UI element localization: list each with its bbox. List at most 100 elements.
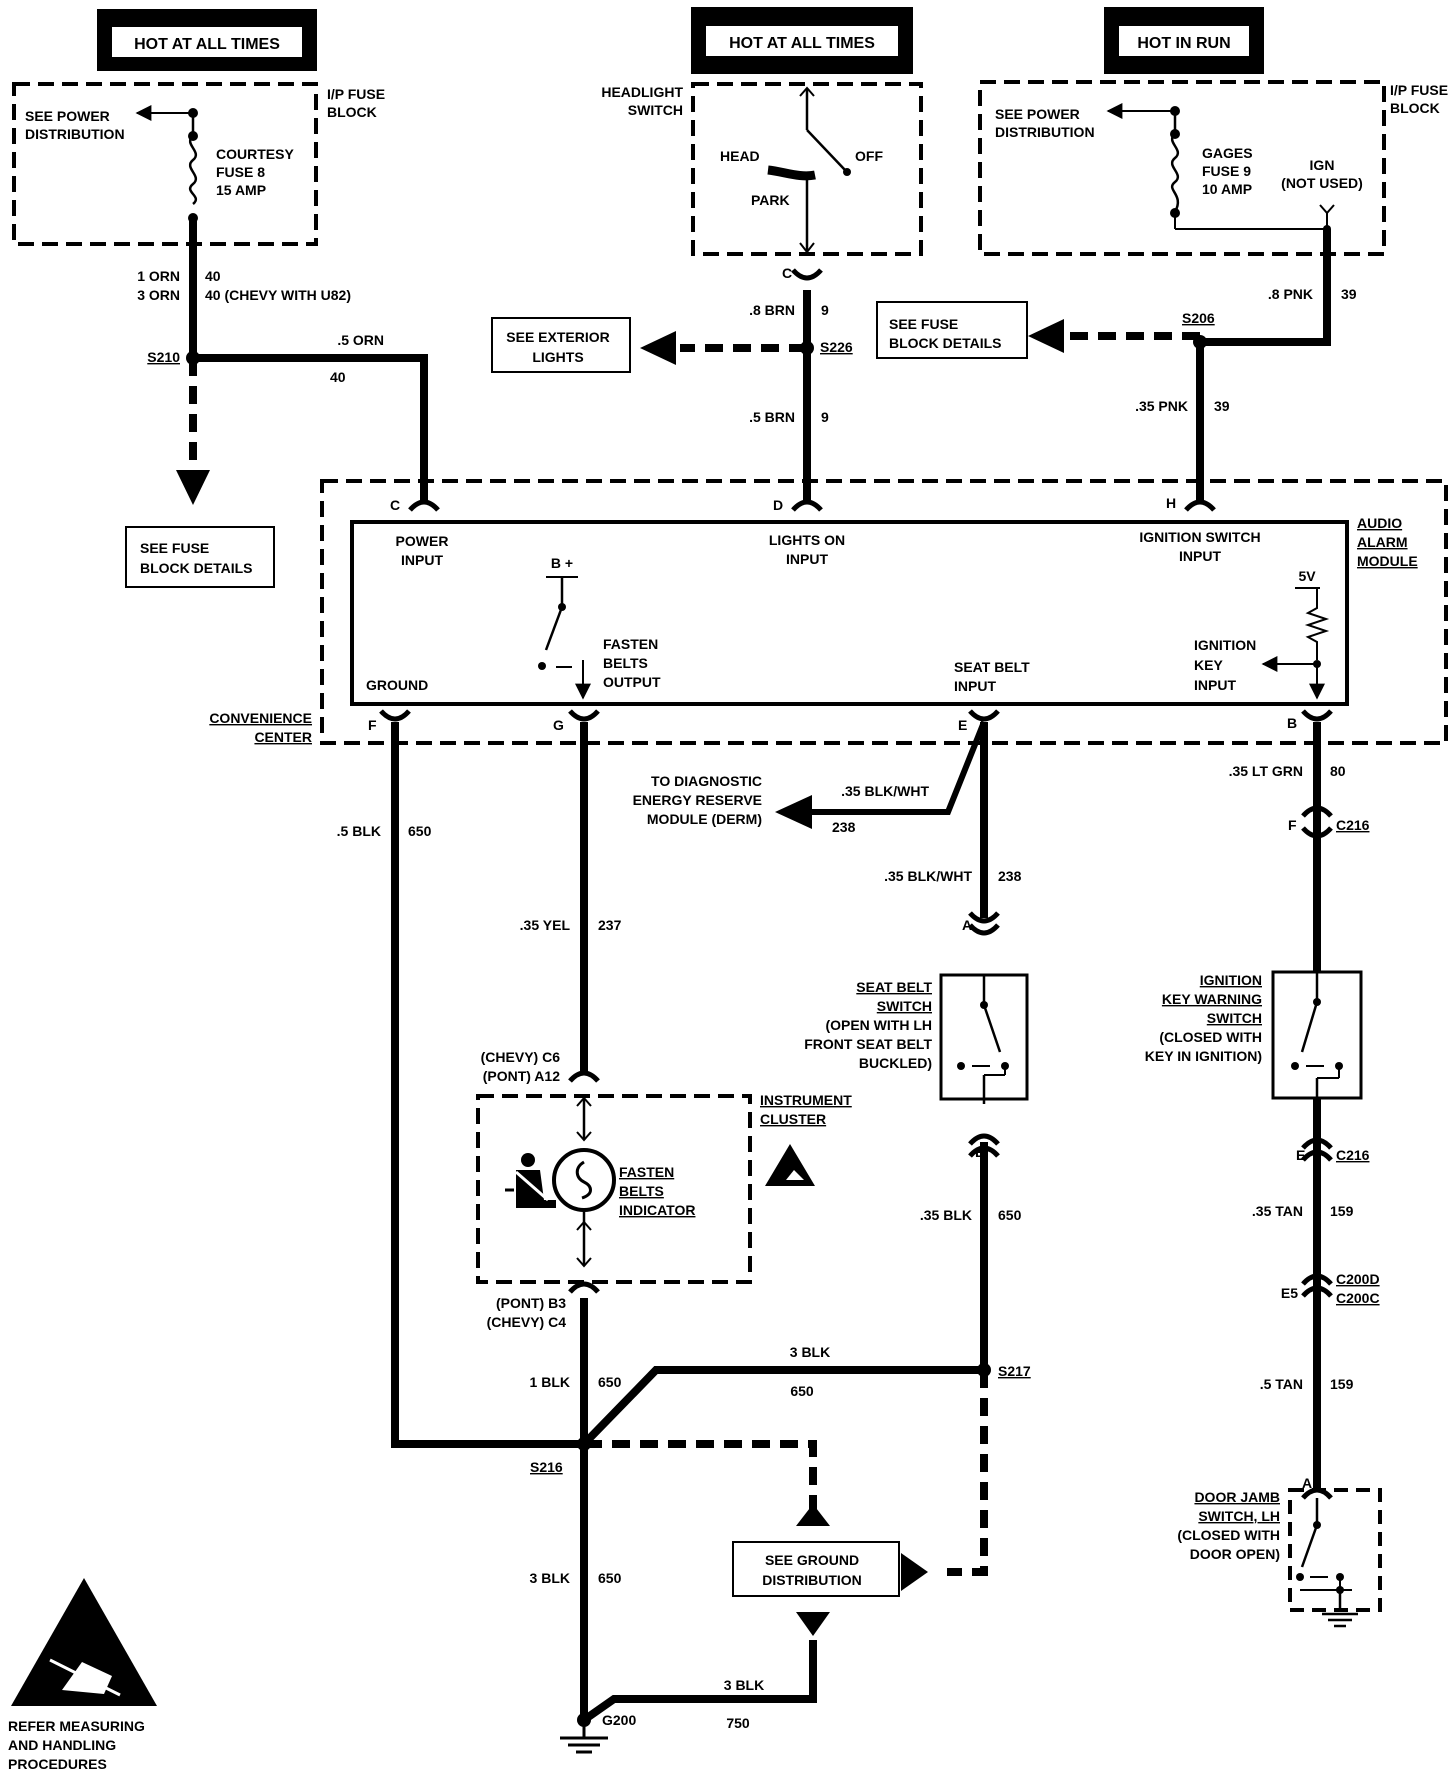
module-text: KEY (1194, 657, 1223, 673)
ref-text: SEE FUSE (140, 540, 209, 556)
ground-dist-down-arrow (796, 1612, 830, 1636)
header-box-mid: HOT AT ALL TIMES (691, 7, 913, 74)
wire-label: 80 (1330, 763, 1346, 779)
fuse9-label-2: FUSE 9 (1202, 163, 1251, 179)
splice-label-s216: S216 (530, 1459, 563, 1475)
ip-fuse-left-label-2: BLOCK (327, 104, 377, 120)
audio-alarm-module (350, 520, 1349, 706)
s210-dot (186, 351, 200, 365)
pin-label: F (368, 717, 377, 733)
convenience-center: AUDIO ALARM MODULE CONVENIENCE CENTER C … (209, 479, 1448, 745)
bottom-connector-arcs (379, 709, 1333, 722)
fasten-belts-switch (544, 606, 564, 651)
door-jamb-switch: A DOOR JAMB SWITCH, LH (CLOSED WITH DOOR… (1177, 1475, 1382, 1628)
ign-key-switch-contact (1300, 1001, 1319, 1053)
pin-label: E (958, 717, 967, 733)
wires-top (176, 218, 1331, 505)
header-right-text: HOT IN RUN (1137, 35, 1230, 52)
module-text: GROUND (366, 677, 428, 693)
instrument-cluster: (CHEVY) C6 (PONT) A12 INSTRUMENT CLUSTER… (476, 1049, 852, 1330)
connector-label: C200D (1336, 1271, 1380, 1287)
wire-label: 40 (330, 369, 346, 385)
wire-label: .5 ORN (337, 332, 384, 348)
connector-label: C216 (1336, 1147, 1370, 1163)
pin-label: C (390, 497, 400, 513)
module-text: SEAT BELT (954, 659, 1030, 675)
splice-label-s226: S226 (820, 339, 853, 355)
fuse8-label-1: COURTESY (216, 146, 294, 162)
wire-label: 238 (998, 868, 1022, 884)
module-label: AUDIO (1357, 515, 1402, 531)
ref-text: ENERGY RESERVE (633, 792, 762, 808)
fuse-9-icon (1170, 133, 1180, 213)
header-box-left: HOT AT ALL TIMES (97, 9, 317, 71)
fuse8-label-3: 15 AMP (216, 182, 266, 198)
ign-label-2: (NOT USED) (1281, 175, 1363, 191)
splice-label-s206: S206 (1182, 310, 1215, 326)
wire-label: .35 PNK (1135, 398, 1188, 414)
ref-text: LIGHTS (532, 349, 583, 365)
wire-label: 159 (1330, 1376, 1354, 1392)
ref-text: SEE EXTERIOR (506, 329, 609, 345)
wire-label: 3 ORN (137, 287, 180, 303)
header-left-text: HOT AT ALL TIMES (134, 36, 280, 53)
wire-label: 650 (408, 823, 432, 839)
module-text: INPUT (1179, 548, 1221, 564)
connector-label: A (962, 917, 972, 933)
module-text: LIGHTS ON (769, 532, 845, 548)
module-text: BELTS (603, 655, 648, 671)
see-power-left-2: DISTRIBUTION (25, 126, 125, 142)
switch-label: (CLOSED WITH (1177, 1527, 1280, 1543)
headlight-switch: HEADLIGHT SWITCH HEAD OFF PARK C (601, 82, 923, 281)
wire-label: 40 (CHEVY WITH U82) (205, 287, 351, 303)
park-label: PARK (751, 192, 790, 208)
switch-label: (OPEN WITH LH (825, 1017, 932, 1033)
s216-dot (577, 1437, 591, 1451)
see-fuse-left-box: SEE FUSE BLOCK DETAILS (125, 526, 275, 588)
headlight-connector-c: C (782, 265, 792, 281)
connector-label: (CHEVY) C4 (487, 1314, 567, 1330)
top-splices (186, 335, 1207, 365)
ground-g200: G200 (560, 1712, 636, 1754)
esd-text: AND HANDLING (8, 1737, 116, 1753)
wire-label: .35 BLK (920, 1207, 972, 1223)
switch-label: SWITCH, LH (1198, 1508, 1280, 1524)
fuse9-label-3: 10 AMP (1202, 181, 1252, 197)
module-text: IGNITION SWITCH (1139, 529, 1260, 545)
switch-label: BUCKLED) (859, 1055, 932, 1071)
cluster-label: INSTRUMENT (760, 1092, 852, 1108)
wire-label: 650 (790, 1383, 814, 1399)
ref-text: DISTRIBUTION (762, 1572, 862, 1588)
wire-label: 3 BLK (724, 1677, 764, 1693)
switch-label: FRONT SEAT BELT (804, 1036, 932, 1052)
see-exterior-lights-box: SEE EXTERIOR LIGHTS (491, 317, 631, 373)
ref-text: BLOCK DETAILS (140, 560, 253, 576)
headlight-label-1: HEADLIGHT (601, 84, 683, 100)
wire-label: .5 TAN (1260, 1376, 1303, 1392)
wire-label: .5 BRN (749, 409, 795, 425)
wire-label: 650 (598, 1374, 622, 1390)
header-box-right: HOT IN RUN (1104, 7, 1264, 74)
switch-label: IGNITION (1200, 972, 1262, 988)
wire-label: 3 BLK (530, 1570, 570, 1586)
ref-text: MODULE (DERM) (647, 811, 762, 827)
connector-label: (CHEVY) C6 (481, 1049, 561, 1065)
ip-fuse-block-right: I/P FUSE BLOCK SEE POWER DISTRIBUTION GA… (978, 80, 1448, 256)
wire-label: 750 (726, 1715, 750, 1731)
module-text: INPUT (786, 551, 828, 567)
off-label: OFF (855, 148, 883, 164)
esd-warning-icon-small (765, 1144, 815, 1186)
cluster-label: CLUSTER (760, 1111, 826, 1127)
module-label: CONVENIENCE (209, 710, 312, 726)
wire-label: 9 (821, 302, 829, 318)
wire-label: .35 YEL (520, 917, 571, 933)
module-text: OUTPUT (603, 674, 661, 690)
fuse9-label-1: GAGES (1202, 145, 1253, 161)
head-label: HEAD (720, 148, 760, 164)
connector-label: B (975, 1144, 985, 1160)
connector-label: E5 (1281, 1285, 1298, 1301)
seat-belt-switch: A B SEAT BELT SWITCH (OPEN WITH LH FRONT… (804, 911, 1029, 1160)
fasten-belts-lamp-icon (552, 1148, 616, 1212)
module-text: IGNITION (1194, 637, 1256, 653)
